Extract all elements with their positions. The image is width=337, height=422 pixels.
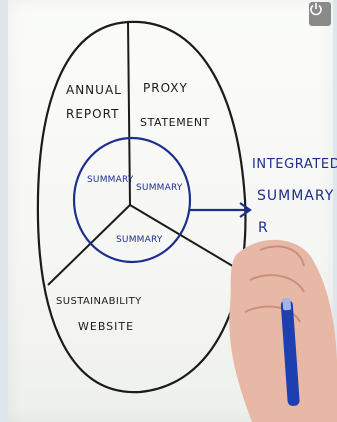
- summary-right-label: SUMMARY: [136, 183, 183, 193]
- power-glyph: [310, 3, 322, 16]
- divider-right: [129, 204, 237, 269]
- power-icon[interactable]: [309, 2, 331, 26]
- annual-label: ANNUAL: [66, 83, 122, 97]
- summary-bottom-label: SUMMARY: [116, 235, 163, 245]
- website-label: WEBSITE: [78, 320, 134, 333]
- summary-left-label: SUMMARY: [87, 175, 134, 185]
- proxy-label: PROXY: [143, 81, 188, 95]
- hand-image: [229, 239, 337, 422]
- inner-circle: [72, 136, 192, 264]
- summary-result-label: SUMMARY: [257, 188, 334, 204]
- report-label: REPORT: [66, 107, 119, 121]
- r-label: R: [258, 220, 268, 236]
- integrated-label: INTEGRATED: [252, 157, 337, 172]
- statement-label: STATEMENT: [140, 116, 210, 129]
- sustainability-label: SUSTAINABILITY: [56, 296, 142, 307]
- outer-circle: [36, 20, 247, 394]
- divider-left: [47, 204, 131, 286]
- divider-top: [127, 21, 131, 206]
- arrow-head: [239, 202, 252, 218]
